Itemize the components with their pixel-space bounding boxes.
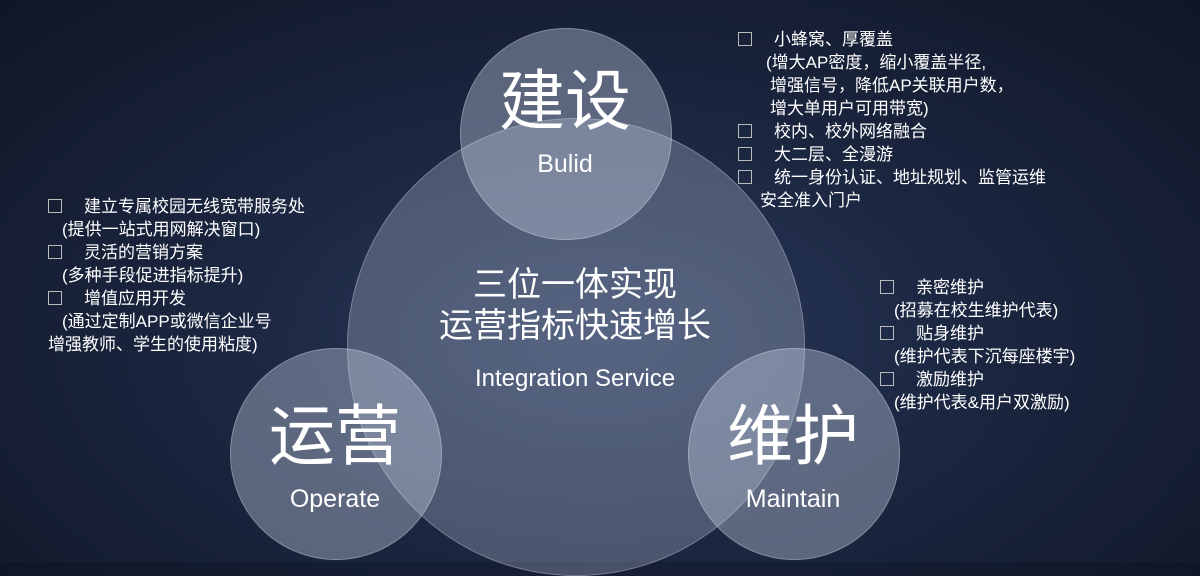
list-item-text: (招募在校生维护代表) [894,301,1059,320]
list-item: 增强教师、学生的使用粘度) [48,333,305,356]
build-title-cn: 建设 [499,64,631,138]
list-item-text: (多种手段促进指标提升) [62,266,244,285]
operate-circle [230,348,442,560]
operate-title-cn: 运营 [269,399,401,473]
list-item-text: 亲密维护 [916,278,984,297]
build-title-en: Bulid [537,150,593,178]
center-title-en: Integration Service [474,365,676,392]
maintain-circle [688,348,900,560]
list-item-text: (提供一站式用网解决窗口) [62,220,261,239]
bullet-icon [738,32,752,46]
bullet-icon [738,147,752,161]
list-item: (招募在校生维护代表) [880,299,1075,322]
list-item: (多种手段促进指标提升) [48,264,305,287]
operate-title-en: Operate [289,485,381,513]
list-item: 大二层、全漫游 [738,143,1046,166]
build-list: 小蜂窝、厚覆盖 (增大AP密度，缩小覆盖半径, 增强信号，降低AP关联用户数， 增大单… [738,28,1046,212]
list-item-text: 增值应用开发 [84,289,186,308]
list-item: 统一身份认证、地址规划、监管运维 [738,166,1046,189]
center-title-line1: 三位一体实现 [473,266,677,304]
maintain-list: 亲密维护 (招募在校生维护代表) 贴身维护 (维护代表下沉每座楼宇) 激励维护 (维护代表… [880,276,1075,414]
maintain-title-en: Maintain [745,485,841,513]
list-item: (维护代表下沉每座楼宇) [880,345,1075,368]
maintain-title-cn: 维护 [727,399,859,473]
list-item-text: (通过定制APP或微信企业号 [62,312,272,331]
list-item-text: 增大单用户可用带宽) [770,99,929,118]
bullet-icon [48,245,62,259]
list-item: 灵活的营销方案 [48,241,305,264]
list-item: 贴身维护 [880,322,1075,345]
list-item: 增大单用户可用带宽) [738,97,1046,120]
list-item: 增值应用开发 [48,287,305,310]
list-item: (增大AP密度，缩小覆盖半径, [738,51,1046,74]
list-item: 建立专属校园无线宽带服务处 [48,195,305,218]
list-item: 激励维护 [880,368,1075,391]
list-item: 亲密维护 [880,276,1075,299]
list-item-text: 建立专属校园无线宽带服务处 [84,197,305,216]
list-item-text: 贴身维护 [916,324,984,343]
operate-list: 建立专属校园无线宽带服务处 (提供一站式用网解决窗口) 灵活的营销方案 (多种手段促进… [48,195,305,356]
list-item-text: 增强教师、学生的使用粘度) [48,335,258,354]
bullet-icon [48,291,62,305]
list-item-text: 灵活的营销方案 [84,243,203,262]
list-item: 小蜂窝、厚覆盖 [738,28,1046,51]
build-circle [460,28,672,240]
list-item-text: 激励维护 [916,370,984,389]
list-item-text: 大二层、全漫游 [774,145,893,164]
center-title-line2: 运营指标快速增长 [439,307,711,345]
bullet-icon [48,199,62,213]
list-item-text: 统一身份认证、地址规划、监管运维 [774,168,1046,187]
list-item-text: 安全准入门户 [760,191,862,210]
bullet-icon [738,124,752,138]
list-item-text: (增大AP密度，缩小覆盖半径, [766,53,987,72]
list-item-text: (维护代表&用户双激励) [894,393,1070,412]
bullet-icon [738,170,752,184]
bullet-icon [880,372,894,386]
bullet-icon [880,326,894,340]
list-item: (维护代表&用户双激励) [880,391,1075,414]
list-item-text: 小蜂窝、厚覆盖 [774,30,893,49]
bullet-icon [880,280,894,294]
list-item: 校内、校外网络融合 [738,120,1046,143]
list-item-text: 校内、校外网络融合 [774,122,927,141]
list-item-text: (维护代表下沉每座楼宇) [894,347,1076,366]
list-item-text: 增强信号，降低AP关联用户数， [770,76,1014,95]
list-item: 增强信号，降低AP关联用户数， [738,74,1046,97]
list-item: 安全准入门户 [738,189,1046,212]
list-item: (通过定制APP或微信企业号 [48,310,305,333]
list-item: (提供一站式用网解决窗口) [48,218,305,241]
